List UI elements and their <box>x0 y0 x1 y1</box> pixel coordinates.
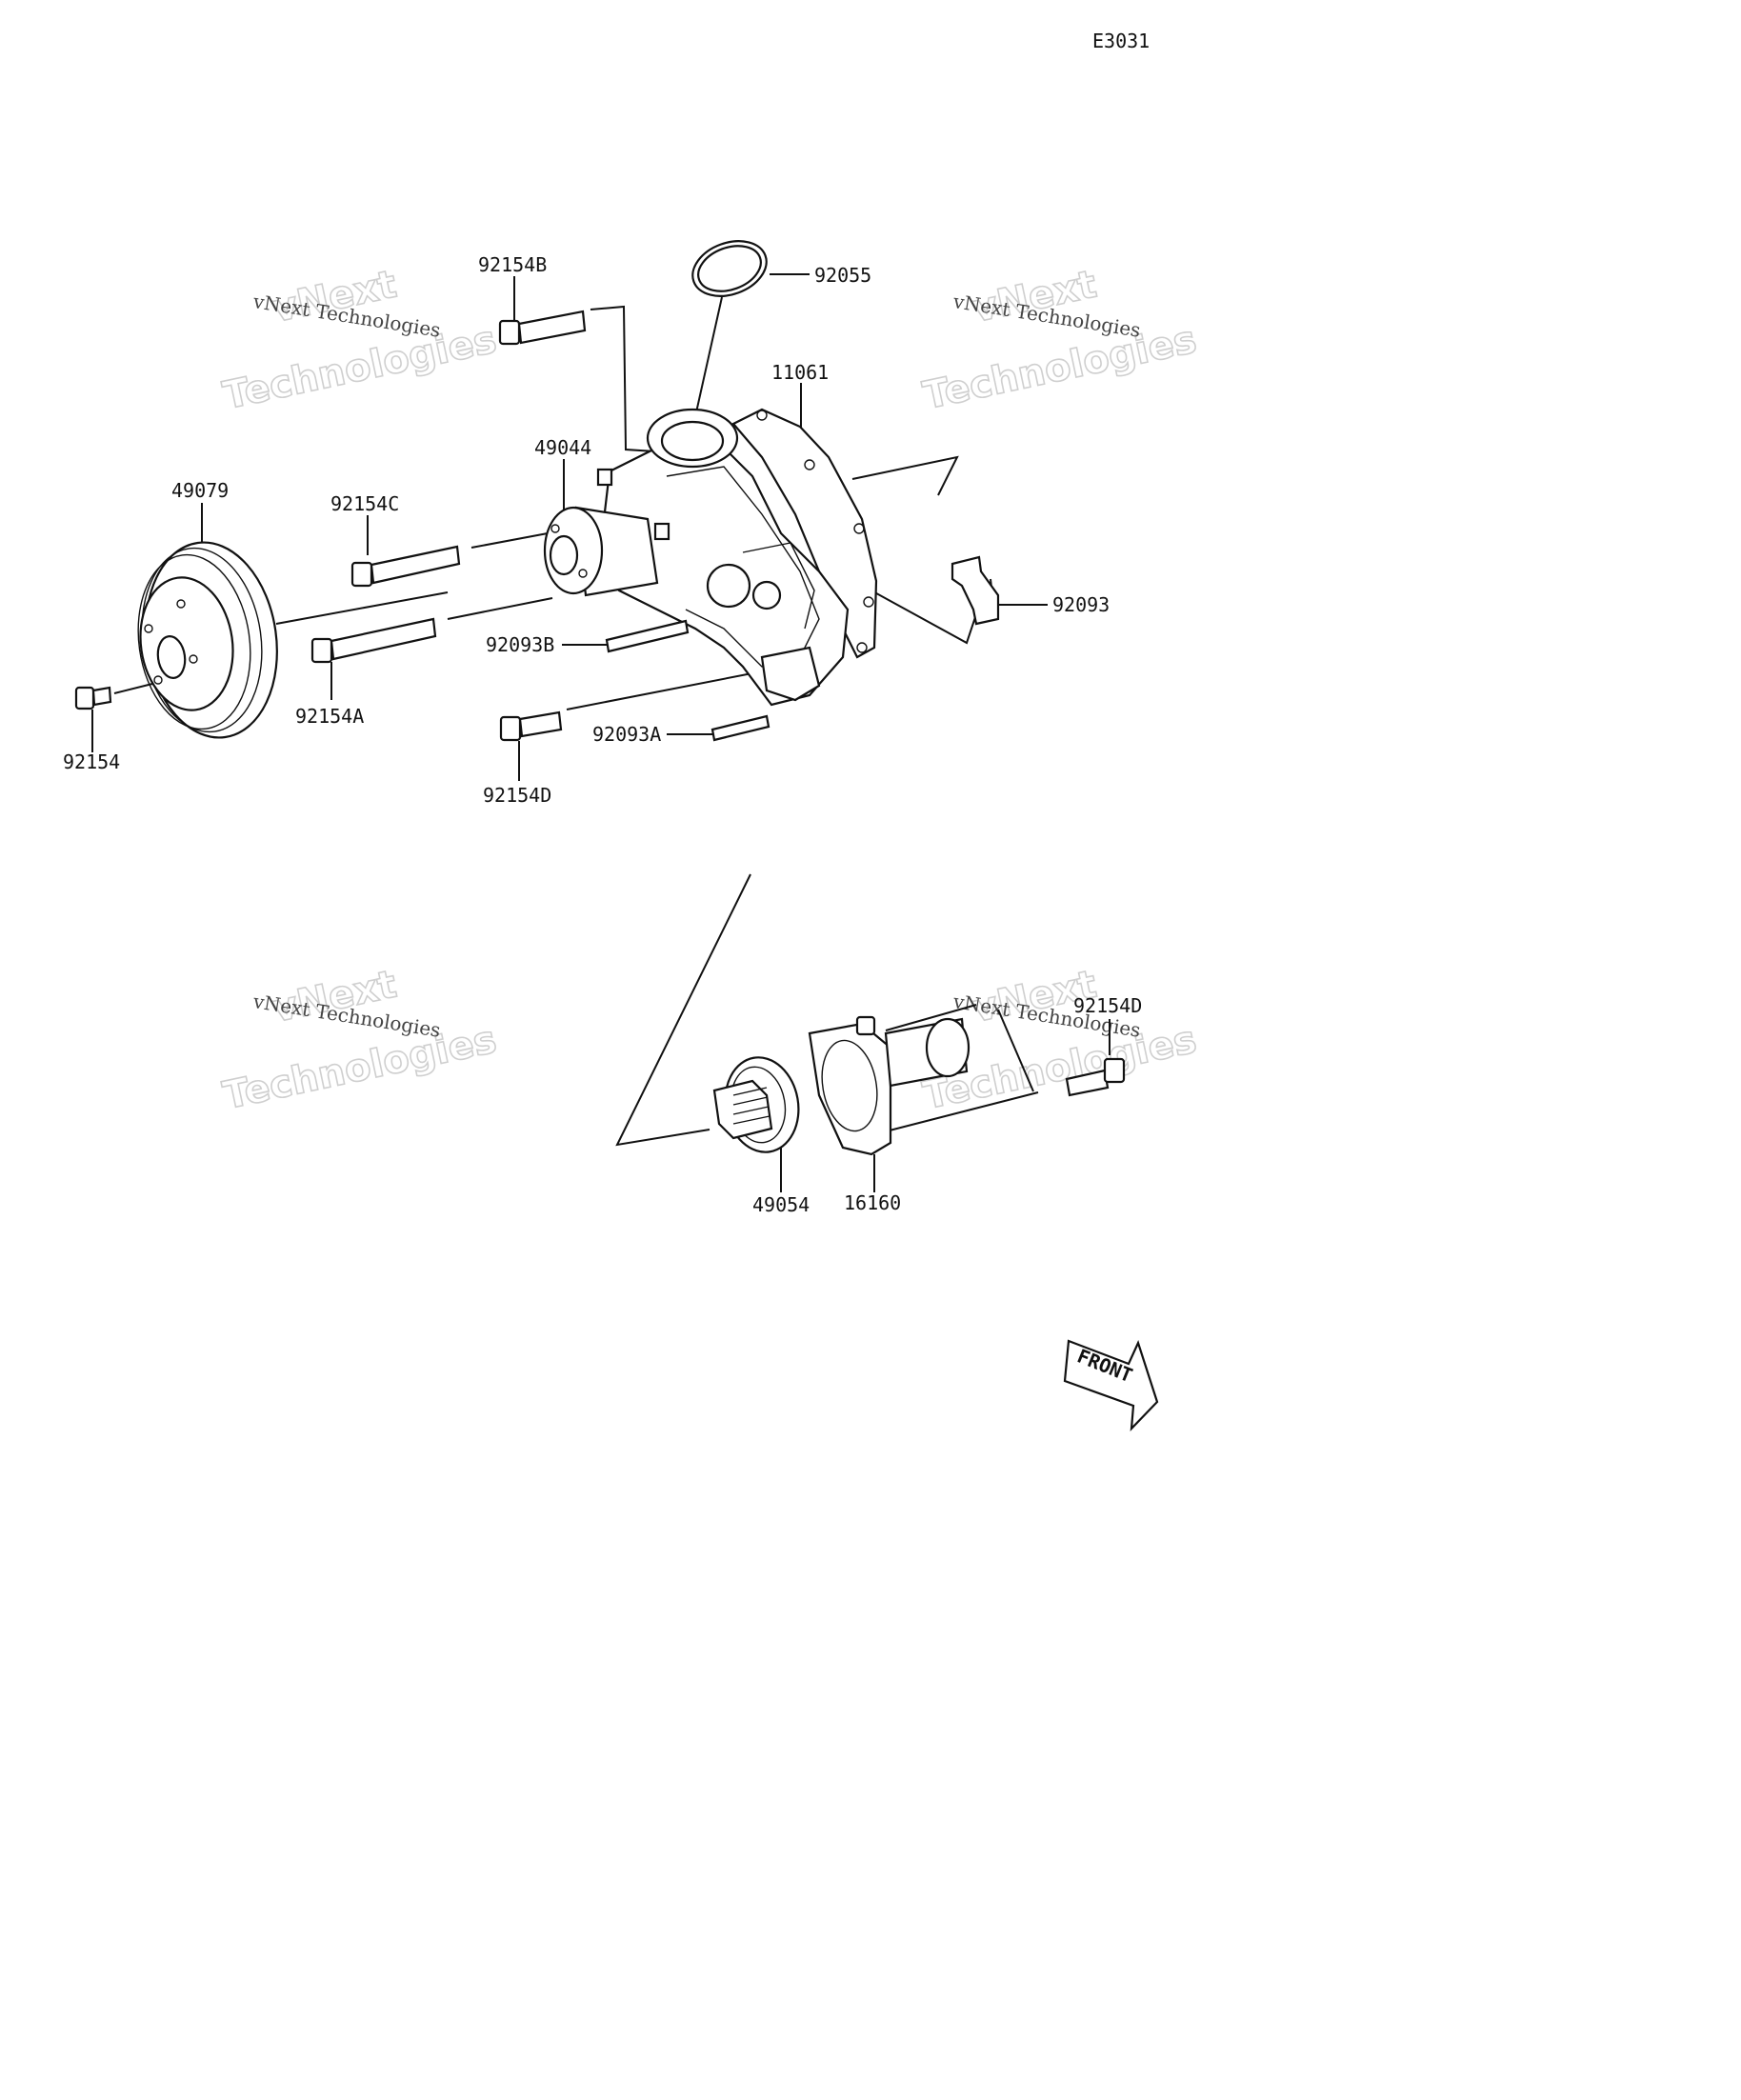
callout-92154A: 92154A <box>295 705 364 728</box>
thermostat-49054 <box>712 1056 800 1153</box>
assembly-lines <box>113 305 1039 1147</box>
o-ring-92055 <box>691 240 768 297</box>
callout-92154D-upper: 92154D <box>483 784 551 807</box>
callout-92154D-lower: 92154D <box>1073 994 1142 1017</box>
clip-92093 <box>951 555 1000 626</box>
callout-92154B: 92154B <box>478 253 547 276</box>
callout-92093A: 92093A <box>592 723 661 746</box>
callout-92093B: 92093B <box>486 633 554 656</box>
water-pump-49044 <box>543 408 850 707</box>
bolt-92154D-upper <box>499 710 563 742</box>
bolt-92154D-lower <box>1065 1057 1126 1097</box>
bolt-92154C <box>350 545 461 588</box>
bolt-92154A <box>310 617 437 664</box>
callout-16160: 16160 <box>844 1191 901 1214</box>
thermostat-housing-16160 <box>808 1015 971 1156</box>
callout-92093: 92093 <box>1052 593 1110 616</box>
watermark-top-right: vNext Technologies vNext Technologies <box>919 262 1202 419</box>
callout-49079: 49079 <box>171 479 229 502</box>
gasket-11061 <box>731 408 878 659</box>
watermark-word-2: Technologies <box>919 318 1200 419</box>
callout-92154C: 92154C <box>330 492 399 515</box>
diagram-svg: vNext Technologies vNext Technologies vN… <box>63 30 1202 1431</box>
watermark-word-2: Technologies <box>219 318 500 419</box>
watermark-top-left: vNext Technologies vNext Technologies <box>219 262 502 419</box>
pulley-49079 <box>137 541 278 739</box>
bolt-92154B <box>498 310 587 346</box>
watermark-word-2: Technologies <box>219 1018 500 1119</box>
callout-49044: 49044 <box>534 436 591 459</box>
dowel-92093A <box>710 714 770 742</box>
bolt-92154 <box>74 686 112 710</box>
callout-labels: 92154B 92055 11061 49044 49079 92154C 92… <box>63 253 1142 1216</box>
front-direction-arrow: FRONT <box>1063 1339 1159 1431</box>
watermark-bottom-left: vNext Technologies vNext Technologies <box>219 962 502 1119</box>
dowel-92093B <box>605 619 690 653</box>
diagram-code: E3031 <box>1092 30 1150 52</box>
callout-11061: 11061 <box>771 361 829 384</box>
callout-92154: 92154 <box>63 750 120 773</box>
callout-49054: 49054 <box>752 1193 810 1216</box>
parts-diagram: vNext Technologies vNext Technologies vN… <box>0 0 1229 1474</box>
callout-92055: 92055 <box>814 264 871 287</box>
